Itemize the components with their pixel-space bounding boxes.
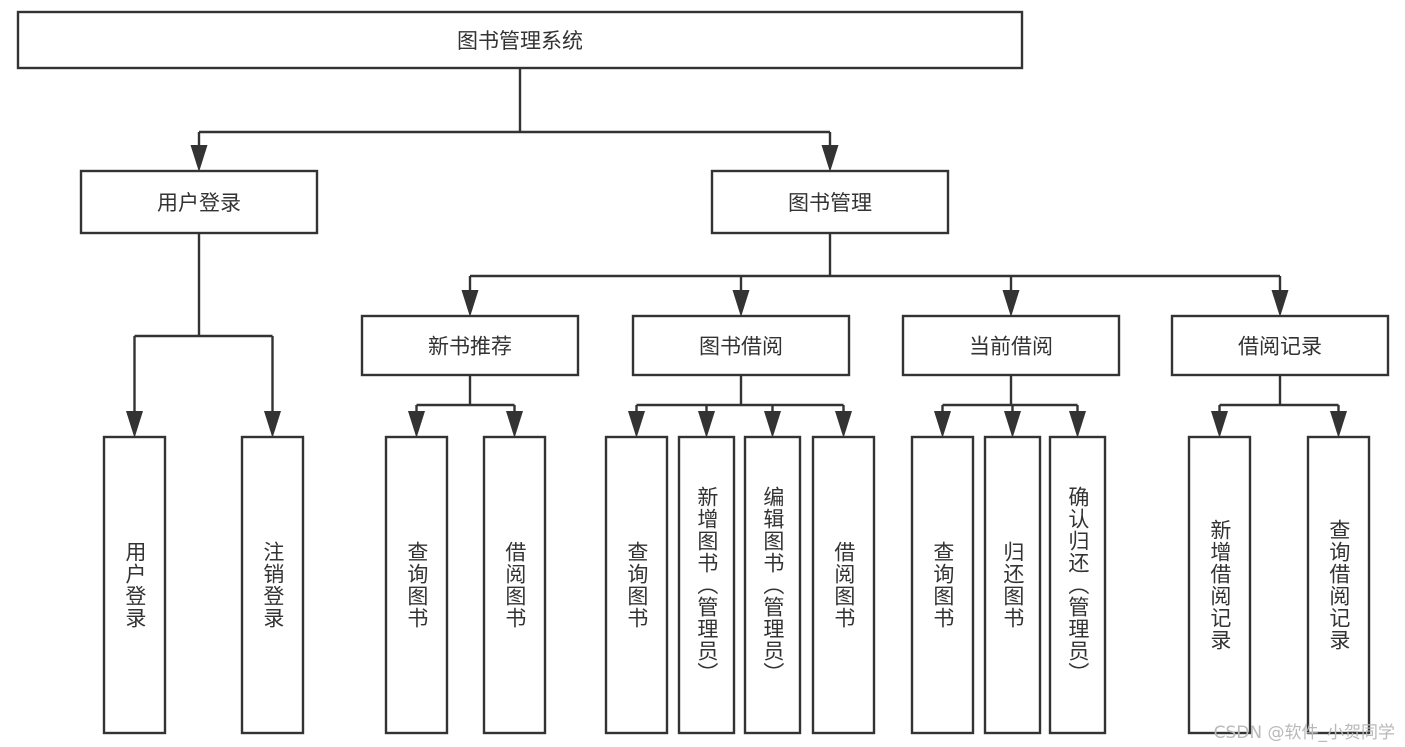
node-box-leaf-add-book-admin[interactable] [677, 435, 736, 735]
node-book-manage[interactable]: 图书管理 [710, 169, 950, 235]
node-label-new-book-recommend: 新书推荐 [428, 335, 512, 359]
arrow-head-icon [1002, 290, 1020, 317]
node-label-book-borrow: 图书借阅 [699, 335, 783, 359]
node-box-leaf-query-book-recommend[interactable] [384, 435, 449, 735]
node-box-new-book-recommend[interactable] [360, 314, 580, 377]
node-leaf-borrow-book-recommend[interactable] [482, 435, 547, 735]
arrow-head-icon [698, 411, 715, 438]
node-leaf-borrow-book[interactable] [811, 435, 876, 735]
arrow-head-icon [1069, 411, 1086, 438]
node-label-book-manage: 图书管理 [788, 191, 872, 215]
arrow-head-icon [764, 411, 781, 438]
node-label-root: 图书管理系统 [457, 29, 583, 53]
node-box-book-manage[interactable] [710, 169, 950, 235]
node-user-login[interactable]: 用户登录 [79, 169, 319, 235]
node-label-user-login: 用户登录 [157, 191, 241, 215]
node-box-leaf-query-borrow-record[interactable] [1306, 435, 1371, 735]
node-box-leaf-user-login[interactable] [102, 435, 167, 735]
node-box-leaf-query-book-borrow[interactable] [604, 435, 669, 735]
arrow-head-icon [126, 411, 143, 438]
node-leaf-confirm-return-admin[interactable] [1048, 435, 1107, 735]
arrow-head-icon [461, 290, 479, 317]
node-leaf-add-book-admin[interactable] [677, 435, 736, 735]
node-box-leaf-query-book-current[interactable] [910, 435, 975, 735]
node-box-current-borrow[interactable] [901, 314, 1121, 377]
node-label-current-borrow: 当前借阅 [969, 335, 1053, 359]
node-borrow-record[interactable]: 借阅记录 [1170, 314, 1390, 377]
node-box-leaf-add-borrow-record[interactable] [1187, 435, 1252, 735]
node-current-borrow[interactable]: 当前借阅 [901, 314, 1121, 377]
node-leaf-edit-book-admin[interactable] [743, 435, 802, 735]
node-root[interactable]: 图书管理系统 [16, 10, 1024, 70]
node-box-leaf-logout[interactable] [240, 435, 305, 735]
node-leaf-query-borrow-record[interactable] [1306, 435, 1371, 735]
arrow-head-icon [1004, 411, 1021, 438]
arrow-head-icon [1271, 290, 1289, 317]
node-box-borrow-record[interactable] [1170, 314, 1390, 377]
node-box-leaf-edit-book-admin[interactable] [743, 435, 802, 735]
node-box-book-borrow[interactable] [631, 314, 851, 377]
arrow-head-icon [934, 411, 951, 438]
node-box-leaf-borrow-book[interactable] [811, 435, 876, 735]
node-leaf-return-book[interactable] [983, 435, 1042, 735]
arrow-head-icon [835, 411, 852, 438]
node-leaf-query-book-borrow[interactable] [604, 435, 669, 735]
edges-layer [126, 68, 1347, 438]
node-leaf-user-login[interactable] [102, 435, 167, 735]
node-label-borrow-record: 借阅记录 [1238, 335, 1322, 359]
node-leaf-query-book-recommend[interactable] [384, 435, 449, 735]
arrow-head-icon [190, 145, 208, 172]
arrow-head-icon [628, 411, 645, 438]
node-box-root[interactable] [16, 10, 1024, 70]
arrow-head-icon [1211, 411, 1228, 438]
node-book-borrow[interactable]: 图书借阅 [631, 314, 851, 377]
arrow-head-icon [732, 290, 750, 317]
node-leaf-query-book-current[interactable] [910, 435, 975, 735]
node-leaf-logout[interactable] [240, 435, 305, 735]
node-box-leaf-confirm-return-admin[interactable] [1048, 435, 1107, 735]
arrow-head-icon [506, 411, 523, 438]
arrow-head-icon [821, 145, 839, 172]
node-leaf-add-borrow-record[interactable] [1187, 435, 1252, 735]
node-box-leaf-return-book[interactable] [983, 435, 1042, 735]
arrow-head-icon [1330, 411, 1347, 438]
node-box-user-login[interactable] [79, 169, 319, 235]
node-new-book-recommend[interactable]: 新书推荐 [360, 314, 580, 377]
node-box-leaf-borrow-book-recommend[interactable] [482, 435, 547, 735]
arrow-head-icon [264, 411, 281, 438]
arrow-head-icon [408, 411, 425, 438]
csdn-watermark: CSDN @软件_小贺同学 [1213, 723, 1395, 743]
